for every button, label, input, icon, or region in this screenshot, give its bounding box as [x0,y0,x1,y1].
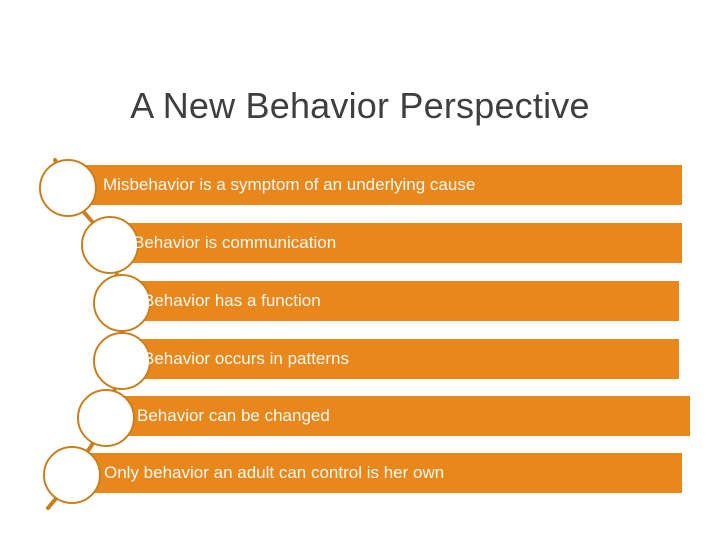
list-item[interactable]: Behavior occurs in patterns [0,332,720,390]
list-item[interactable]: Behavior can be changed [0,389,720,447]
list-item-bullet [93,332,151,390]
list-item-label: Misbehavior is a symptom of an underlyin… [103,175,476,194]
list-item-bullet [93,274,151,332]
list-item-bullet [77,389,135,447]
list-item-bar [105,281,679,321]
list-item-bullet [39,159,97,217]
list-item-label: Behavior has a function [143,291,321,310]
list-item-bar [76,165,682,205]
list-item-bullet [43,446,101,504]
list-item[interactable]: Behavior is communication [0,216,720,274]
list-item-bar [105,339,679,379]
list-item[interactable]: Only behavior an adult can control is he… [0,446,720,504]
list-item-bar [77,453,682,493]
list-item-label: Only behavior an adult can control is he… [104,463,445,482]
list-item[interactable]: Behavior has a function [0,274,720,332]
page-title: A New Behavior Perspective [130,85,590,126]
list-item-bullet [81,216,139,274]
list-item-bar [97,223,682,263]
list-item[interactable]: Misbehavior is a symptom of an underlyin… [0,159,720,217]
list-item-bar [120,396,690,436]
list-item-label: Behavior is communication [133,233,337,252]
list-item-label: Behavior can be changed [137,406,330,425]
list-item-label: Behavior occurs in patterns [143,349,349,368]
